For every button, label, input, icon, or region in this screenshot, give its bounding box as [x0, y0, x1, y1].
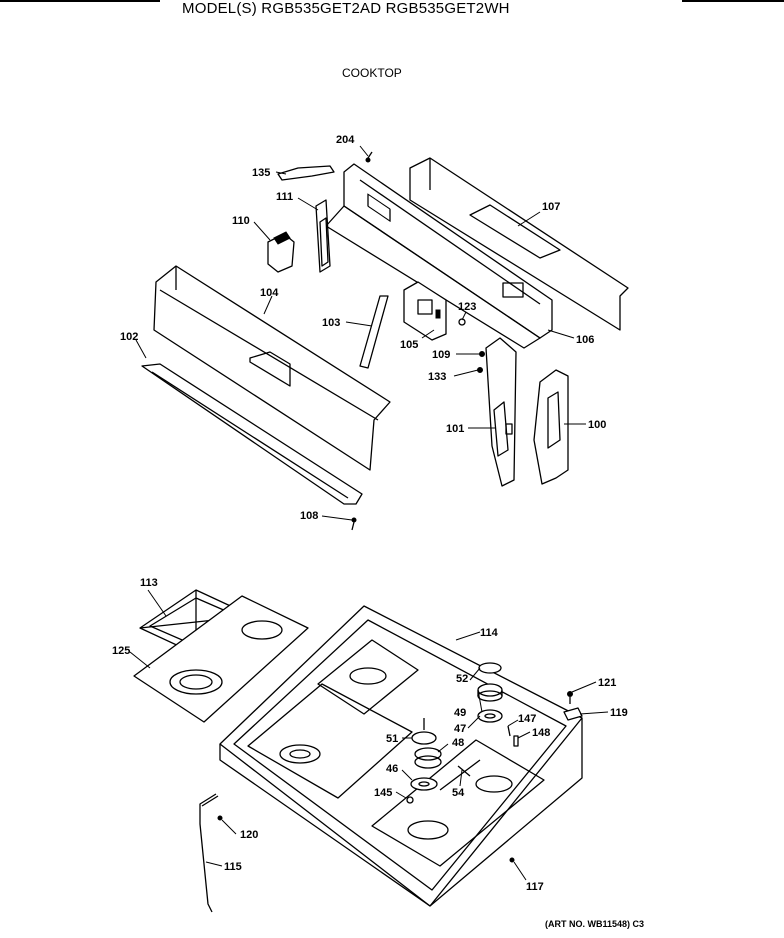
callout-109: 109 — [432, 349, 450, 361]
fastener-133 — [477, 367, 483, 373]
callout-120: 120 — [240, 829, 258, 841]
manifold-trim-102 — [141, 363, 363, 505]
burner-cap-52 — [478, 662, 502, 674]
clip-119 — [563, 707, 583, 721]
side-bracket-101 — [485, 337, 517, 487]
control-panel-housing-106 — [325, 163, 553, 349]
callout-101: 101 — [446, 423, 464, 435]
burner-base-46 — [410, 777, 438, 791]
callout-125: 125 — [112, 645, 130, 657]
callout-46: 46 — [386, 763, 398, 775]
section-title: COOKTOP — [342, 66, 402, 80]
callout-111: 111 — [276, 191, 293, 203]
callout-104: 104 — [260, 287, 279, 299]
screw-108 — [351, 517, 357, 531]
callout-117: 117 — [526, 881, 544, 893]
callout-121: 121 — [598, 677, 616, 689]
clock-105 — [403, 281, 447, 341]
top-edge-mark-right — [682, 0, 784, 2]
leader-lines — [129, 145, 609, 881]
side-bracket-111 — [315, 199, 331, 273]
screw-117 — [509, 857, 515, 863]
callout-135: 135 — [252, 167, 270, 179]
callout-52: 52 — [456, 673, 468, 685]
screw-121 — [567, 691, 573, 704]
callout-110: 110 — [232, 215, 250, 227]
model-header: MODEL(S) RGB535GET2AD RGB535GET2WH — [182, 0, 510, 17]
callout-105: 105 — [400, 339, 418, 351]
callout-54: 54 — [452, 787, 465, 799]
callout-119: 119 — [610, 707, 628, 719]
tube-103 — [359, 295, 389, 369]
callout-145: 145 — [374, 787, 392, 799]
support-rod-115 — [199, 793, 219, 913]
screw-204 — [365, 151, 373, 163]
callout-133: 133 — [428, 371, 446, 383]
callout-147: 147 — [518, 713, 536, 725]
cooktop-body-114 — [219, 605, 583, 907]
callout-114: 114 — [480, 627, 499, 639]
callout-47: 47 — [454, 723, 466, 735]
callout-49: 49 — [454, 707, 466, 719]
screw-120 — [217, 815, 223, 821]
fastener-109 — [479, 351, 485, 357]
art-number: (ART NO. WB11548) C3 — [545, 919, 645, 929]
burner-base-47 — [477, 709, 503, 723]
callout-204: 204 — [336, 134, 355, 146]
orifice-145 — [406, 796, 414, 804]
callout-115: 115 — [224, 861, 242, 873]
callout-48: 48 — [452, 737, 464, 749]
callout-148: 148 — [532, 727, 550, 739]
burner-head-48 — [414, 747, 442, 769]
callout-107: 107 — [542, 201, 560, 213]
callout-113: 113 — [140, 577, 158, 589]
burner-head-49 — [477, 683, 503, 702]
burner-box-125 — [133, 595, 309, 723]
manifold-panel-104 — [153, 265, 391, 471]
end-cap-135 — [277, 165, 335, 181]
switch-110 — [267, 231, 295, 273]
callout-103: 103 — [322, 317, 340, 329]
backsplash-rear-cover-107 — [409, 157, 629, 331]
igniter-54 — [439, 759, 481, 791]
callout-100: 100 — [588, 419, 606, 431]
clip-147-148 — [507, 725, 519, 747]
end-panel-100 — [533, 369, 569, 485]
top-edge-mark-left — [0, 0, 160, 2]
callout-106: 106 — [576, 334, 594, 346]
callout-51: 51 — [386, 733, 398, 745]
callout-108: 108 — [300, 510, 318, 522]
callout-labels: 204 135 111 110 107 104 103 123 105 106 … — [112, 134, 628, 893]
callout-102: 102 — [120, 331, 138, 343]
callout-123: 123 — [458, 301, 476, 313]
